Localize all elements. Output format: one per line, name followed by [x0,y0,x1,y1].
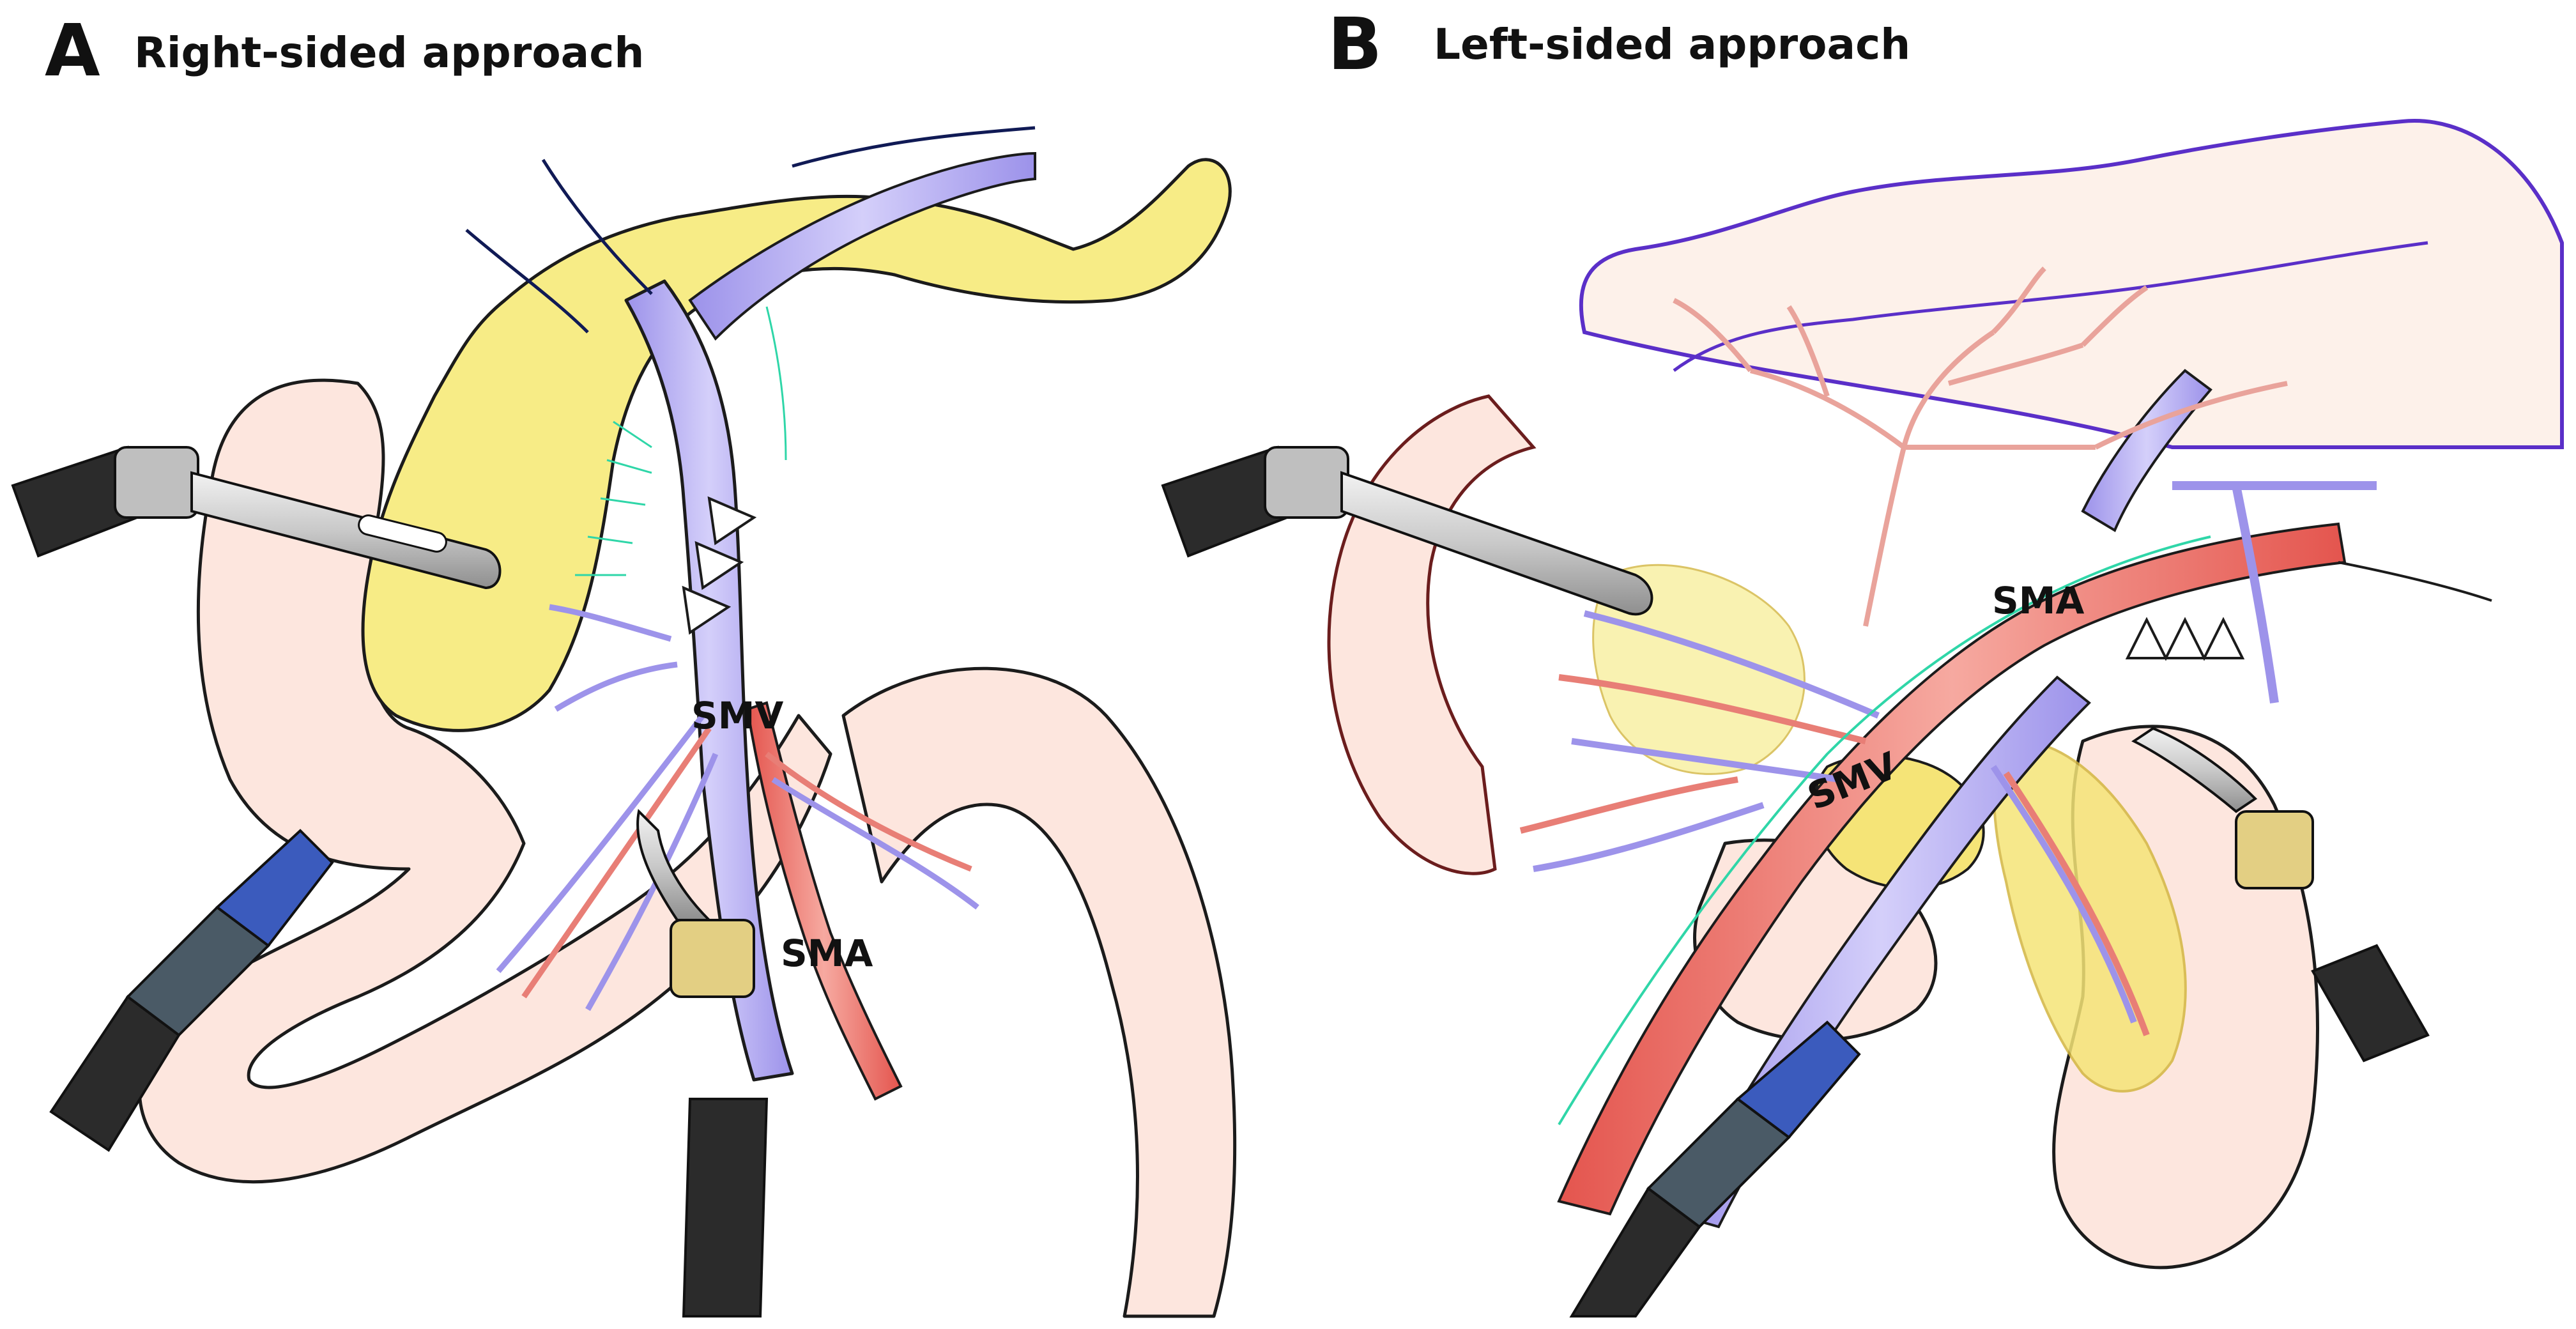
vein-branch-b [2232,484,2279,703]
retractor-instrument-b [1161,445,1653,616]
middle-colic-arcades [1673,266,2288,627]
portal-vein [624,279,794,1082]
sma-artery-b [1557,522,2347,1216]
panel-b-letter: B [1328,3,1382,86]
grasper-instrument [49,829,334,1152]
vessel-line [792,126,1036,168]
retroperitoneal-line [2338,561,2492,602]
jejunum-loop [841,666,1237,1318]
panel-b: B Left-sided approach [1161,3,2564,1317]
smv-label: SMV [691,694,783,737]
sma-label-b: SMA [1992,579,2084,622]
vessel-line [541,158,653,295]
dissection-plane [575,306,787,576]
ileocolic-branches [1519,610,2150,1036]
panel-a: A Right-sided approach [11,10,1237,1318]
vessel-line [465,229,589,334]
retractor-instrument [11,445,502,590]
grasper-instrument-b [1569,1020,1861,1317]
forceps-instrument-b [2131,726,2430,1063]
forceps-instrument [636,808,769,1317]
sma-label: SMA [781,932,873,975]
panel-b-title: Left-sided approach [1434,20,1910,69]
zigzag-marker [2125,617,2245,661]
splenic-vein [688,151,1036,341]
dissection-plane-b [1558,535,2211,1126]
sma-artery [746,701,903,1101]
panel-a-letter: A [45,10,100,93]
small-bowel [1327,394,1537,875]
arrowhead-markers [682,496,757,635]
panel-a-title: Right-sided approach [134,28,644,77]
transverse-colon [1579,119,2564,449]
